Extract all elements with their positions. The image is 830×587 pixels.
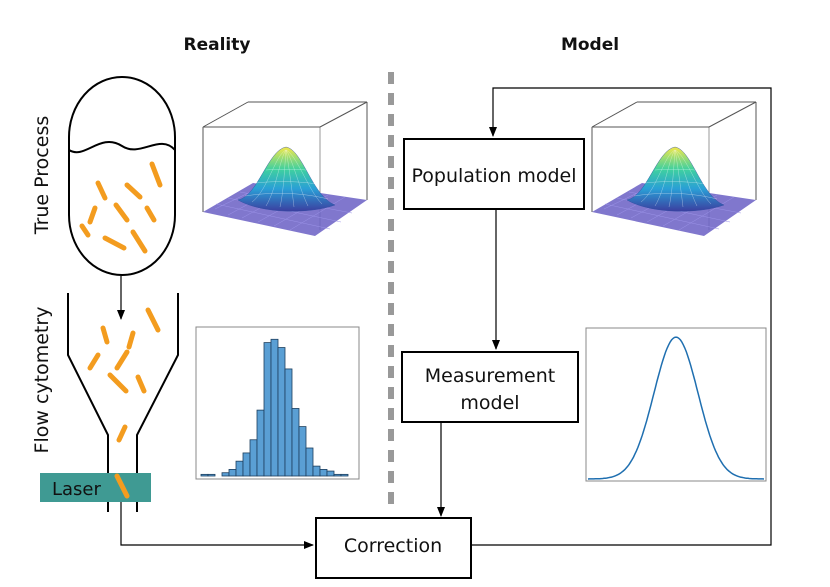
measurement-model-box: [401, 351, 579, 423]
histogram-bar: [298, 426, 307, 477]
gaussian-curve: [587, 336, 765, 480]
histogram-bar: [305, 447, 314, 477]
measurement-model-label-line1: Measurement: [425, 365, 555, 387]
true-process-label: True Process: [31, 116, 53, 235]
histogram-bar: [270, 338, 279, 477]
histogram-bar: [312, 465, 321, 477]
cells-in-reactor: [79, 161, 163, 254]
measurement-model-label-line2: model: [460, 392, 519, 414]
model-3d-distribution-plot: [591, 101, 757, 236]
histogram-bar: [235, 460, 244, 477]
cells-in-cytometer: [87, 307, 161, 443]
correction-feedback-arrow: [471, 87, 772, 546]
measurement-histogram: [195, 326, 360, 480]
histogram-bar: [242, 452, 251, 477]
reality-3d-distribution-plot: [202, 101, 368, 236]
population-model-label: Population model: [411, 165, 576, 187]
histogram-bar: [284, 368, 293, 477]
histogram-bar: [249, 439, 258, 477]
model-header: Model: [561, 35, 619, 55]
correction-label: Correction: [344, 535, 442, 557]
histogram-bar: [256, 409, 265, 477]
histogram-bar: [207, 473, 216, 477]
flow-cytometry-label: Flow cytometry: [31, 307, 53, 454]
histogram-bar: [200, 473, 209, 477]
histogram-bar: [228, 469, 237, 477]
histogram-bar: [340, 473, 349, 477]
bioreactor-vessel: [68, 76, 176, 276]
histogram-bar: [221, 472, 230, 477]
histogram-bar: [319, 469, 328, 477]
histogram-bar: [263, 342, 272, 477]
histogram-bar: [277, 347, 286, 477]
cell-in-laser: [114, 473, 130, 499]
histogram-bar: [291, 408, 300, 477]
population-model-box: [403, 138, 585, 210]
reality-header: Reality: [184, 35, 251, 55]
measurement-model-gaussian-plot: [585, 327, 767, 482]
histogram-bar: [326, 470, 335, 477]
histogram-bar: [333, 473, 342, 477]
laser-label: Laser: [52, 479, 102, 500]
laser-beam: [40, 473, 151, 502]
correction-box: [315, 517, 472, 579]
sensor-to-correction-arrow: [120, 502, 314, 549]
gaussian-frame: [585, 327, 767, 482]
